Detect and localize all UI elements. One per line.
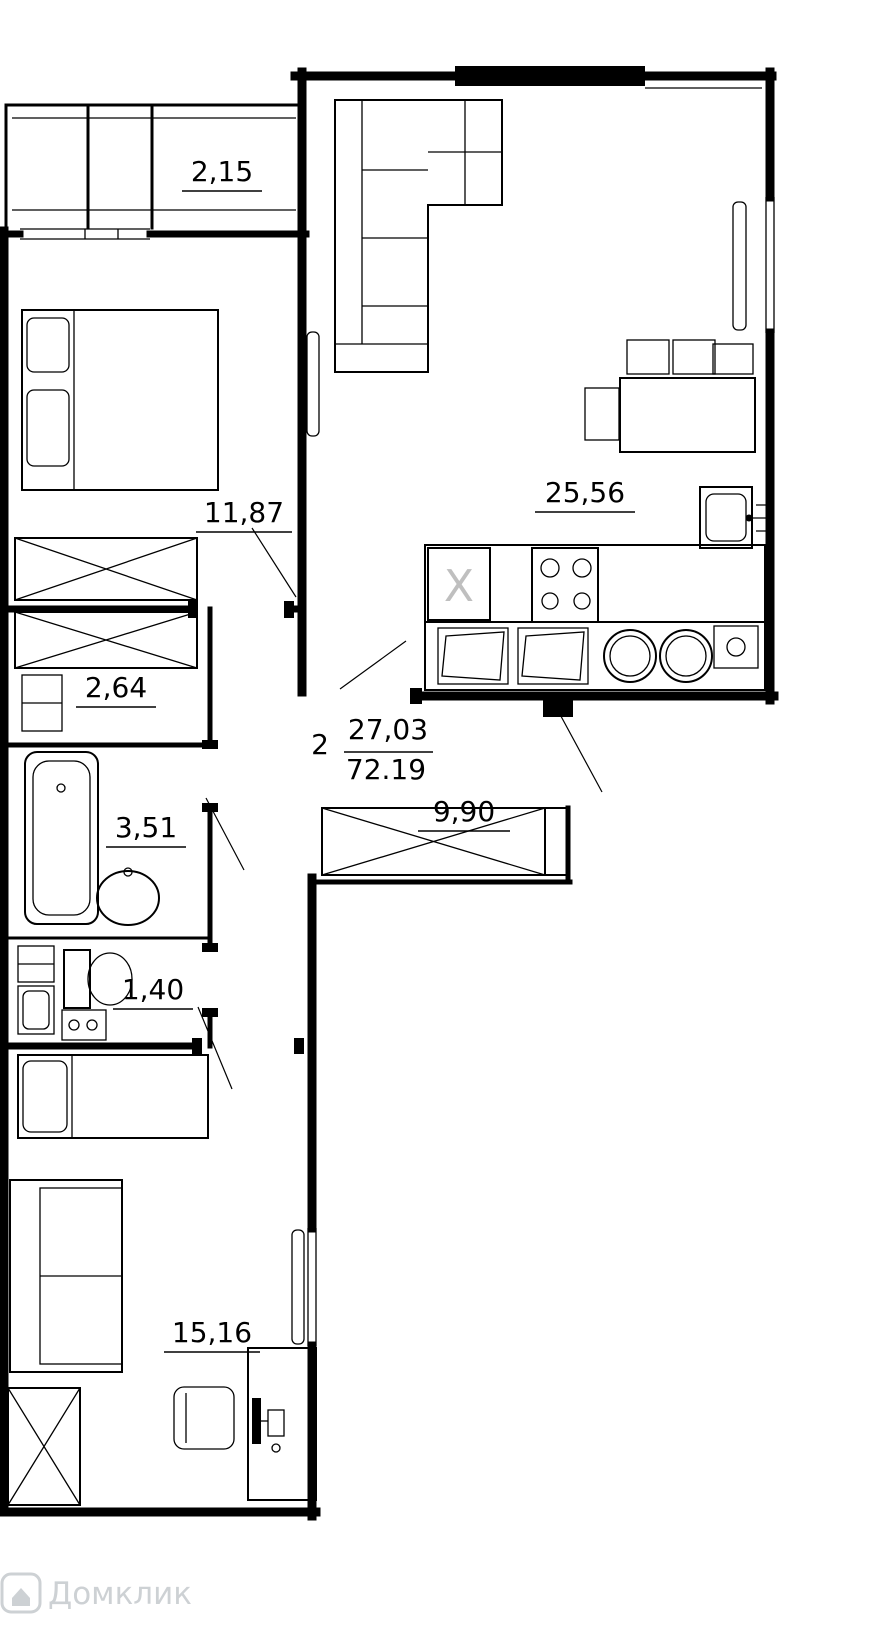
area-label-bedroom-1: 11,87	[204, 496, 284, 529]
area-label-closet-hall: 2,64	[85, 671, 147, 704]
vent-shaft-mark: X	[444, 561, 474, 612]
area-labels: 2,15 11,87 25,56 2,64 3,51 1,40 9,90 15,…	[76, 155, 635, 1353]
kitchen-counter: X	[424, 486, 766, 691]
watermark: Домклик	[0, 1572, 192, 1614]
area-label-corridor: 9,90	[433, 795, 495, 828]
area-label-bedroom-2: 15,16	[172, 1316, 252, 1349]
bathroom-fixtures	[24, 751, 160, 926]
area-label-bathroom: 3,51	[115, 811, 177, 844]
living-room-furniture	[334, 99, 756, 453]
radiator-panels	[291, 201, 747, 1345]
walls	[0, 66, 779, 1521]
domclick-logo-icon	[0, 1572, 42, 1614]
domclick-house-icon	[12, 1588, 30, 1606]
apartment-summary: 2 27,03 72.19	[311, 713, 433, 786]
wc-fixtures	[17, 945, 133, 1041]
living-area: 27,03	[348, 713, 428, 746]
total-area: 72.19	[346, 753, 426, 786]
rooms-count: 2	[311, 728, 329, 761]
bedroom-1-furniture	[14, 309, 219, 732]
area-label-balcony: 2,15	[191, 155, 253, 188]
area-label-living-kitchen: 25,56	[545, 476, 625, 509]
watermark-brand: Домклик	[48, 1576, 192, 1612]
bedroom-2-furniture	[7, 1054, 317, 1506]
door-jambs	[188, 601, 422, 1054]
corridor-wardrobe	[321, 807, 569, 876]
area-label-wc: 1,40	[122, 973, 184, 1006]
leader-lines	[197, 527, 603, 1090]
